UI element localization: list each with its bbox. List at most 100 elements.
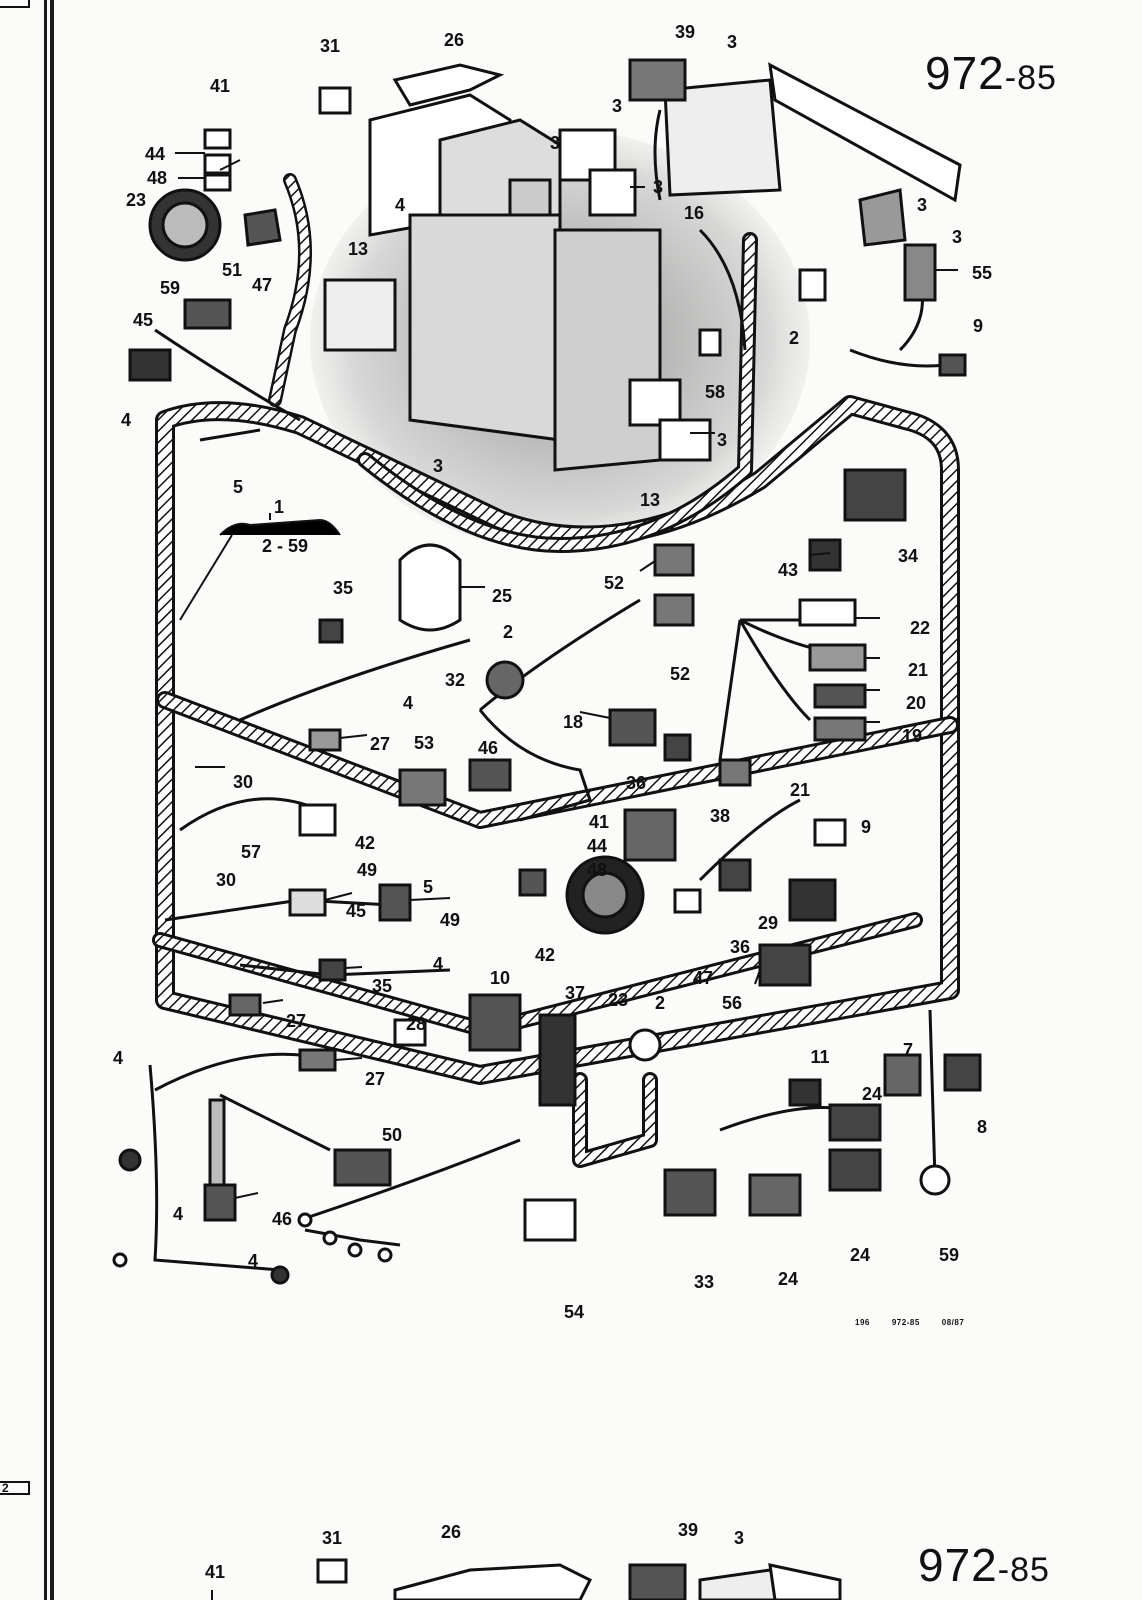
callout-11: 11 [810,1047,830,1067]
callout-10: 10 [489,968,511,988]
callout-2: 2 [502,622,514,642]
callout-19: 19 [901,726,923,746]
callout-45: 45 [132,310,154,330]
callout-16: 16 [683,203,705,223]
callout-20: 20 [905,693,927,713]
callout-2: 2 [788,328,800,348]
callout-27: 27 [369,734,391,754]
callout-52: 52 [669,664,691,684]
grommet-32 [485,660,525,700]
callout-9: 9 [972,316,984,336]
page-number-main: 972 [925,47,1005,99]
callout-39: 39 [674,22,696,42]
connector-39 [628,58,687,102]
callout-59: 59 [159,278,181,298]
callout-13: 13 [639,490,661,510]
callout-24: 24 [777,1269,799,1289]
margin-tab-bottom: 2 [0,1481,30,1495]
callout-52: 52 [603,573,625,593]
leader-lines [175,152,958,1199]
margin-line [50,0,54,1600]
components [112,268,982,1285]
callout-59: 59 [938,1245,960,1265]
callout-4: 4 [432,954,444,974]
connector-53 [398,768,447,807]
callout-4: 4 [394,195,406,215]
fuse-box-left [408,213,562,442]
relay-34 [843,468,907,522]
callout-4: 4 [402,693,414,713]
connector-54 [523,1198,577,1242]
callout-3: 3 [652,177,664,197]
callout-35: 35 [371,976,393,996]
callout-55: 55 [971,263,993,283]
callout-51: 51 [221,260,243,280]
callout-33: 33 [693,1272,715,1292]
cover-25 [398,543,462,632]
next-page-diagram-fragment [211,1558,842,1600]
callout-3: 3 [726,32,738,52]
margin-tab-top [0,0,30,8]
callout-8: 8 [976,1117,988,1137]
sensor-59 [919,1164,951,1196]
next-page-number: 972-85 [918,1538,1050,1592]
callout-54: 54 [563,1302,585,1322]
connector-56 [758,943,812,987]
next-callout-3: 3 [734,1528,745,1548]
callout-2: 2 [654,993,666,1013]
bracket-26 [392,63,505,107]
page-number: 972-85 [925,46,1057,100]
callout-27: 27 [364,1069,386,1089]
callout-42: 42 [354,833,376,853]
next-callout-31: 31 [322,1528,343,1548]
callout-3: 3 [611,96,623,116]
callout-46: 46 [477,738,499,758]
next-page-number-main: 972 [918,1539,998,1591]
callout-49: 49 [439,910,461,930]
callout-4: 4 [247,1251,259,1271]
callout-38: 38 [709,806,731,826]
callout-45: 45 [345,901,367,921]
callout-43: 43 [777,560,799,580]
fuse-box-right [553,228,662,472]
callout-36: 36 [625,773,647,793]
callout-30: 30 [215,870,237,890]
relay-panel [318,58,962,472]
connector-33 [663,1168,717,1217]
control-unit [663,78,782,197]
callout-27: 27 [285,1011,307,1031]
callout-58: 58 [704,382,726,402]
callout-13: 13 [347,239,369,259]
callout-49: 49 [356,860,378,880]
callout-21: 21 [789,780,811,800]
unit-37 [538,1013,577,1107]
callout-21: 21 [907,660,929,680]
next-callout-26: 26 [441,1522,462,1542]
callout-3: 3 [432,456,444,476]
callout-31: 31 [319,36,341,56]
callout-44: 44 [144,144,166,164]
callout-9: 9 [860,817,872,837]
scan-margin: 2 [0,0,54,1600]
callout-44: 44 [586,836,608,856]
connector-10 [468,993,522,1052]
callout-3: 3 [951,227,963,247]
callout-24: 24 [849,1245,871,1265]
callout-18: 18 [562,712,584,732]
group-label-item: 1 [273,497,285,517]
callout-23: 23 [607,990,629,1010]
footer-code-part: 08/87 [941,1318,965,1327]
callout-5: 5 [422,877,434,897]
clip-31 [318,86,352,115]
margin-line [44,0,47,1600]
callout-32: 32 [444,670,466,690]
callout-3: 3 [716,430,728,450]
callout-3: 3 [916,195,928,215]
callout-7: 7 [902,1040,914,1060]
callout-42: 42 [534,945,556,965]
callout-4: 4 [120,410,132,430]
callout-56: 56 [721,993,743,1013]
group-label-range: 2 - 59 [261,536,309,556]
callout-35: 35 [332,578,354,598]
